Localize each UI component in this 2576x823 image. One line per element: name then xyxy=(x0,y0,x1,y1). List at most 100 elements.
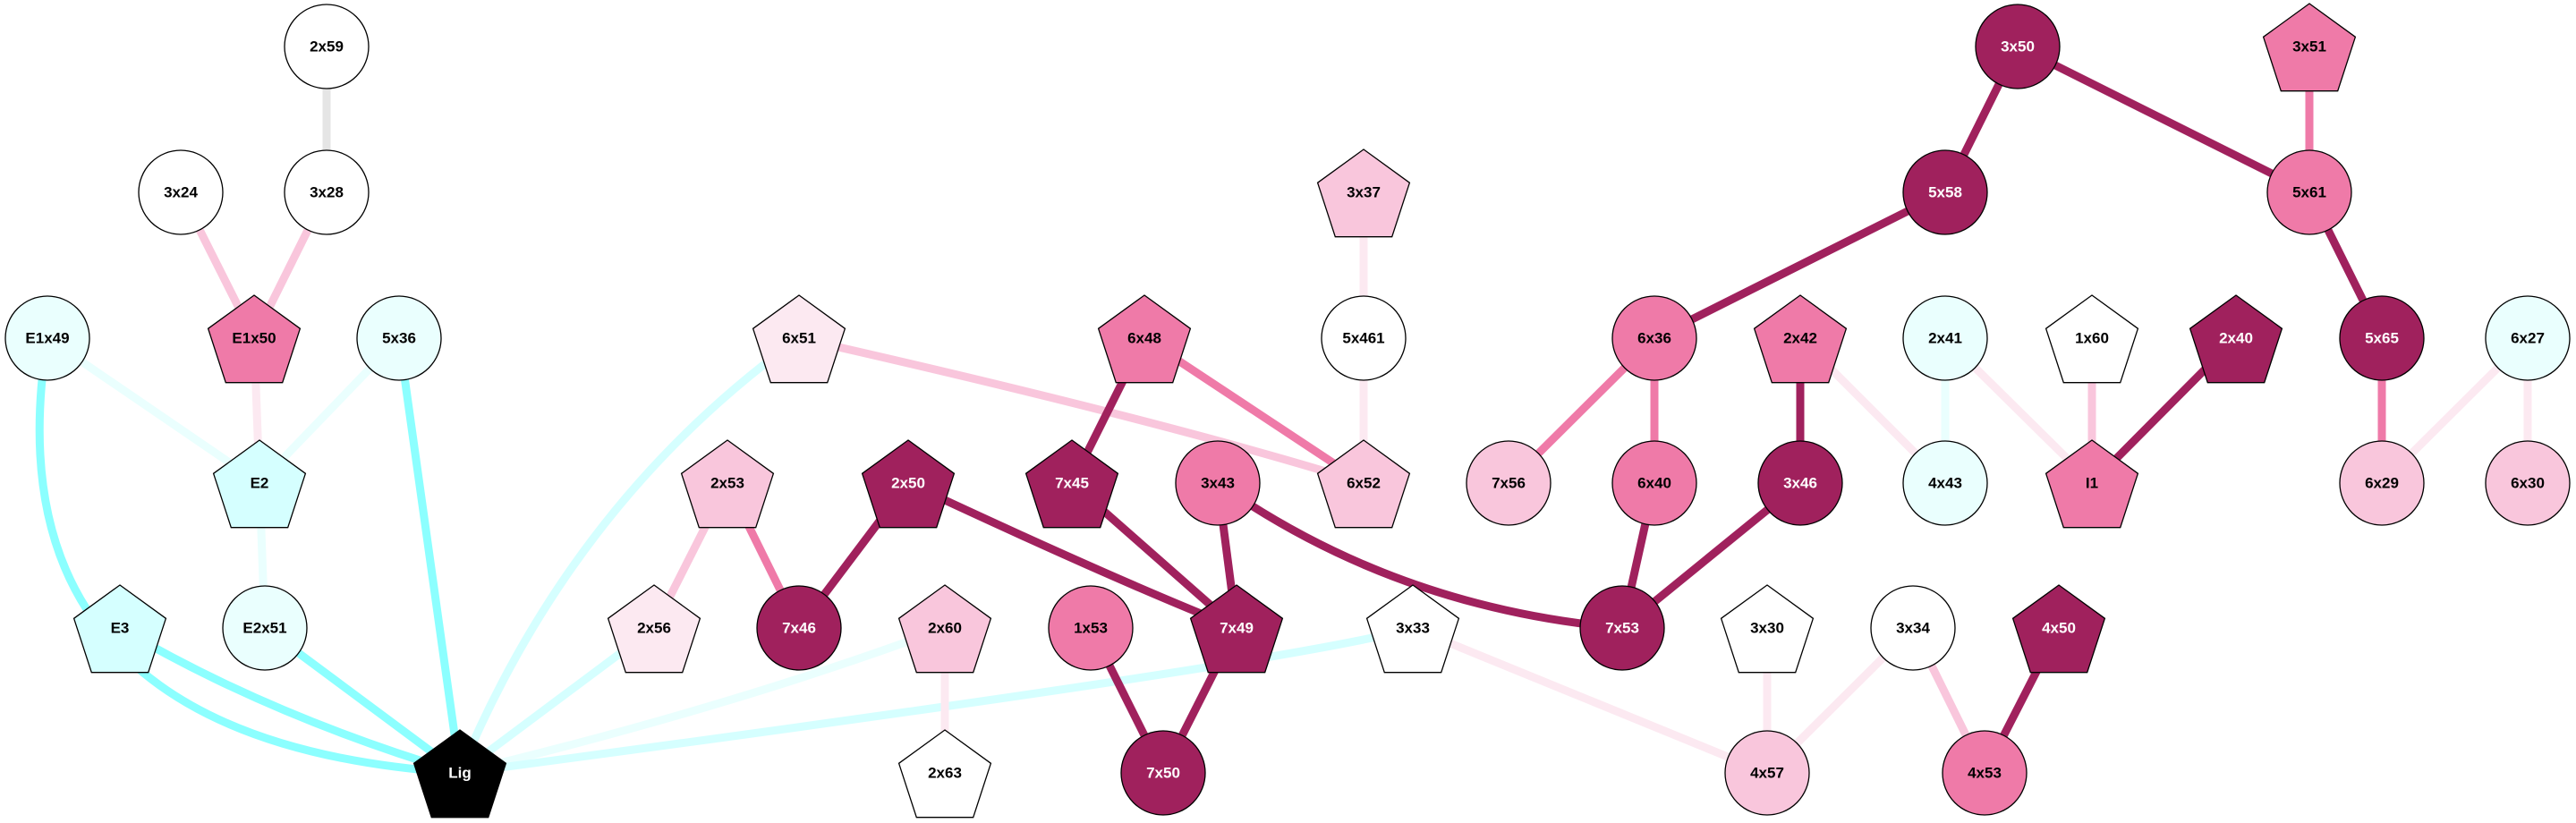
node-4x50[interactable]: 4x50 xyxy=(2011,584,2106,674)
node-label: 6x51 xyxy=(782,330,816,347)
circle-shape xyxy=(1902,440,1988,526)
node-4x57[interactable]: 4x57 xyxy=(1724,730,1810,816)
pentagon-shape xyxy=(861,439,956,529)
circle-shape xyxy=(1902,149,1988,235)
node-label: 2x42 xyxy=(1783,330,1817,347)
circle-shape xyxy=(1975,4,2061,89)
node-1x60[interactable]: 1x60 xyxy=(2045,294,2139,384)
node-6x40[interactable]: 6x40 xyxy=(1611,440,1697,526)
node-label: 6x36 xyxy=(1637,330,1671,347)
node-2x42[interactable]: 2x42 xyxy=(1753,294,1848,384)
node-label: E3 xyxy=(111,620,130,637)
node-2x50[interactable]: 2x50 xyxy=(861,439,956,529)
node-2x40[interactable]: 2x40 xyxy=(2189,294,2283,384)
pentagon-shape xyxy=(72,584,167,674)
circle-shape xyxy=(2485,440,2571,526)
node-E1x50[interactable]: E1x50 xyxy=(207,294,302,384)
node-label: 7x49 xyxy=(1220,620,1254,637)
node-2x53[interactable]: 2x53 xyxy=(680,439,775,529)
pentagon-shape xyxy=(1189,584,1284,674)
node-3x24[interactable]: 3x24 xyxy=(138,149,224,235)
circle-shape xyxy=(2485,295,2571,381)
edge-3x50-5x61 xyxy=(2015,42,2312,197)
node-4x43[interactable]: 4x43 xyxy=(1902,440,1988,526)
node-E2[interactable]: E2 xyxy=(212,439,307,529)
node-label: 6x30 xyxy=(2511,475,2545,492)
node-2x60[interactable]: 2x60 xyxy=(897,584,992,674)
node-3x50[interactable]: 3x50 xyxy=(1975,4,2061,89)
node-2x63[interactable]: 2x63 xyxy=(897,729,992,819)
node-label: 5x65 xyxy=(2365,330,2399,347)
node-label: 2x53 xyxy=(710,475,744,492)
pentagon-shape xyxy=(2045,439,2139,529)
node-6x51[interactable]: 6x51 xyxy=(752,294,846,384)
circle-shape xyxy=(284,4,370,89)
node-6x48[interactable]: 6x48 xyxy=(1097,294,1192,384)
node-7x56[interactable]: 7x56 xyxy=(1466,440,1552,526)
circle-shape xyxy=(2266,149,2352,235)
node-label: 5x461 xyxy=(1342,330,1384,347)
node-3x51[interactable]: 3x51 xyxy=(2262,3,2357,92)
node-3x34[interactable]: 3x34 xyxy=(1870,585,1956,671)
pentagon-shape xyxy=(1720,584,1815,674)
circle-shape xyxy=(756,585,842,671)
node-5x58[interactable]: 5x58 xyxy=(1902,149,1988,235)
circle-shape xyxy=(1902,295,1988,381)
node-7x53[interactable]: 7x53 xyxy=(1579,585,1665,671)
pentagon-shape xyxy=(607,584,701,674)
node-2x41[interactable]: 2x41 xyxy=(1902,295,1988,381)
node-7x46[interactable]: 7x46 xyxy=(756,585,842,671)
circle-shape xyxy=(1048,585,1134,671)
circle-shape xyxy=(1120,730,1206,816)
node-label: E1x50 xyxy=(232,330,276,347)
node-Lig[interactable]: Lig xyxy=(412,729,507,819)
node-7x45[interactable]: 7x45 xyxy=(1024,439,1119,529)
node-5x65[interactable]: 5x65 xyxy=(2339,295,2425,381)
node-label: 3x43 xyxy=(1201,475,1235,492)
node-E1x49[interactable]: E1x49 xyxy=(4,295,90,381)
node-1x53[interactable]: 1x53 xyxy=(1048,585,1134,671)
node-6x30[interactable]: 6x30 xyxy=(2485,440,2571,526)
node-2x56[interactable]: 2x56 xyxy=(607,584,701,674)
node-E2x51[interactable]: E2x51 xyxy=(222,585,308,671)
node-label: 3x51 xyxy=(2292,38,2326,55)
node-7x49[interactable]: 7x49 xyxy=(1189,584,1284,674)
node-3x43[interactable]: 3x43 xyxy=(1175,440,1261,526)
circle-shape xyxy=(1757,440,1843,526)
node-3x28[interactable]: 3x28 xyxy=(284,149,370,235)
node-5x461[interactable]: 5x461 xyxy=(1321,295,1407,381)
edge-3x43-7x53 xyxy=(1215,479,1623,632)
node-6x27[interactable]: 6x27 xyxy=(2485,295,2571,381)
edge-5x36-Lig xyxy=(395,337,464,774)
circle-shape xyxy=(1579,585,1665,671)
node-3x30[interactable]: 3x30 xyxy=(1720,584,1815,674)
node-3x37[interactable]: 3x37 xyxy=(1316,148,1411,238)
circle-shape xyxy=(222,585,308,671)
edge-6x51-Lig xyxy=(455,335,802,775)
node-4x53[interactable]: 4x53 xyxy=(1942,730,2028,816)
node-6x52[interactable]: 6x52 xyxy=(1316,439,1411,529)
node-2x59[interactable]: 2x59 xyxy=(284,4,370,89)
circle-shape xyxy=(1870,585,1956,671)
node-label: 5x36 xyxy=(382,330,416,347)
circle-shape xyxy=(2339,440,2425,526)
node-label: Lig xyxy=(448,765,472,782)
circle-shape xyxy=(284,149,370,235)
node-3x33[interactable]: 3x33 xyxy=(1365,584,1460,674)
node-I1[interactable]: I1 xyxy=(2045,439,2139,529)
node-E3[interactable]: E3 xyxy=(72,584,167,674)
node-label: 6x52 xyxy=(1347,475,1381,492)
node-label: 6x29 xyxy=(2365,475,2399,492)
pentagon-shape xyxy=(212,439,307,529)
node-6x36[interactable]: 6x36 xyxy=(1611,295,1697,381)
edge-6x48-6x52 xyxy=(1142,335,1366,487)
node-7x50[interactable]: 7x50 xyxy=(1120,730,1206,816)
edges-layer xyxy=(35,42,2532,777)
node-5x61[interactable]: 5x61 xyxy=(2266,149,2352,235)
node-6x29[interactable]: 6x29 xyxy=(2339,440,2425,526)
pentagon-shape xyxy=(2189,294,2283,384)
node-3x46[interactable]: 3x46 xyxy=(1757,440,1843,526)
node-5x36[interactable]: 5x36 xyxy=(356,295,442,381)
